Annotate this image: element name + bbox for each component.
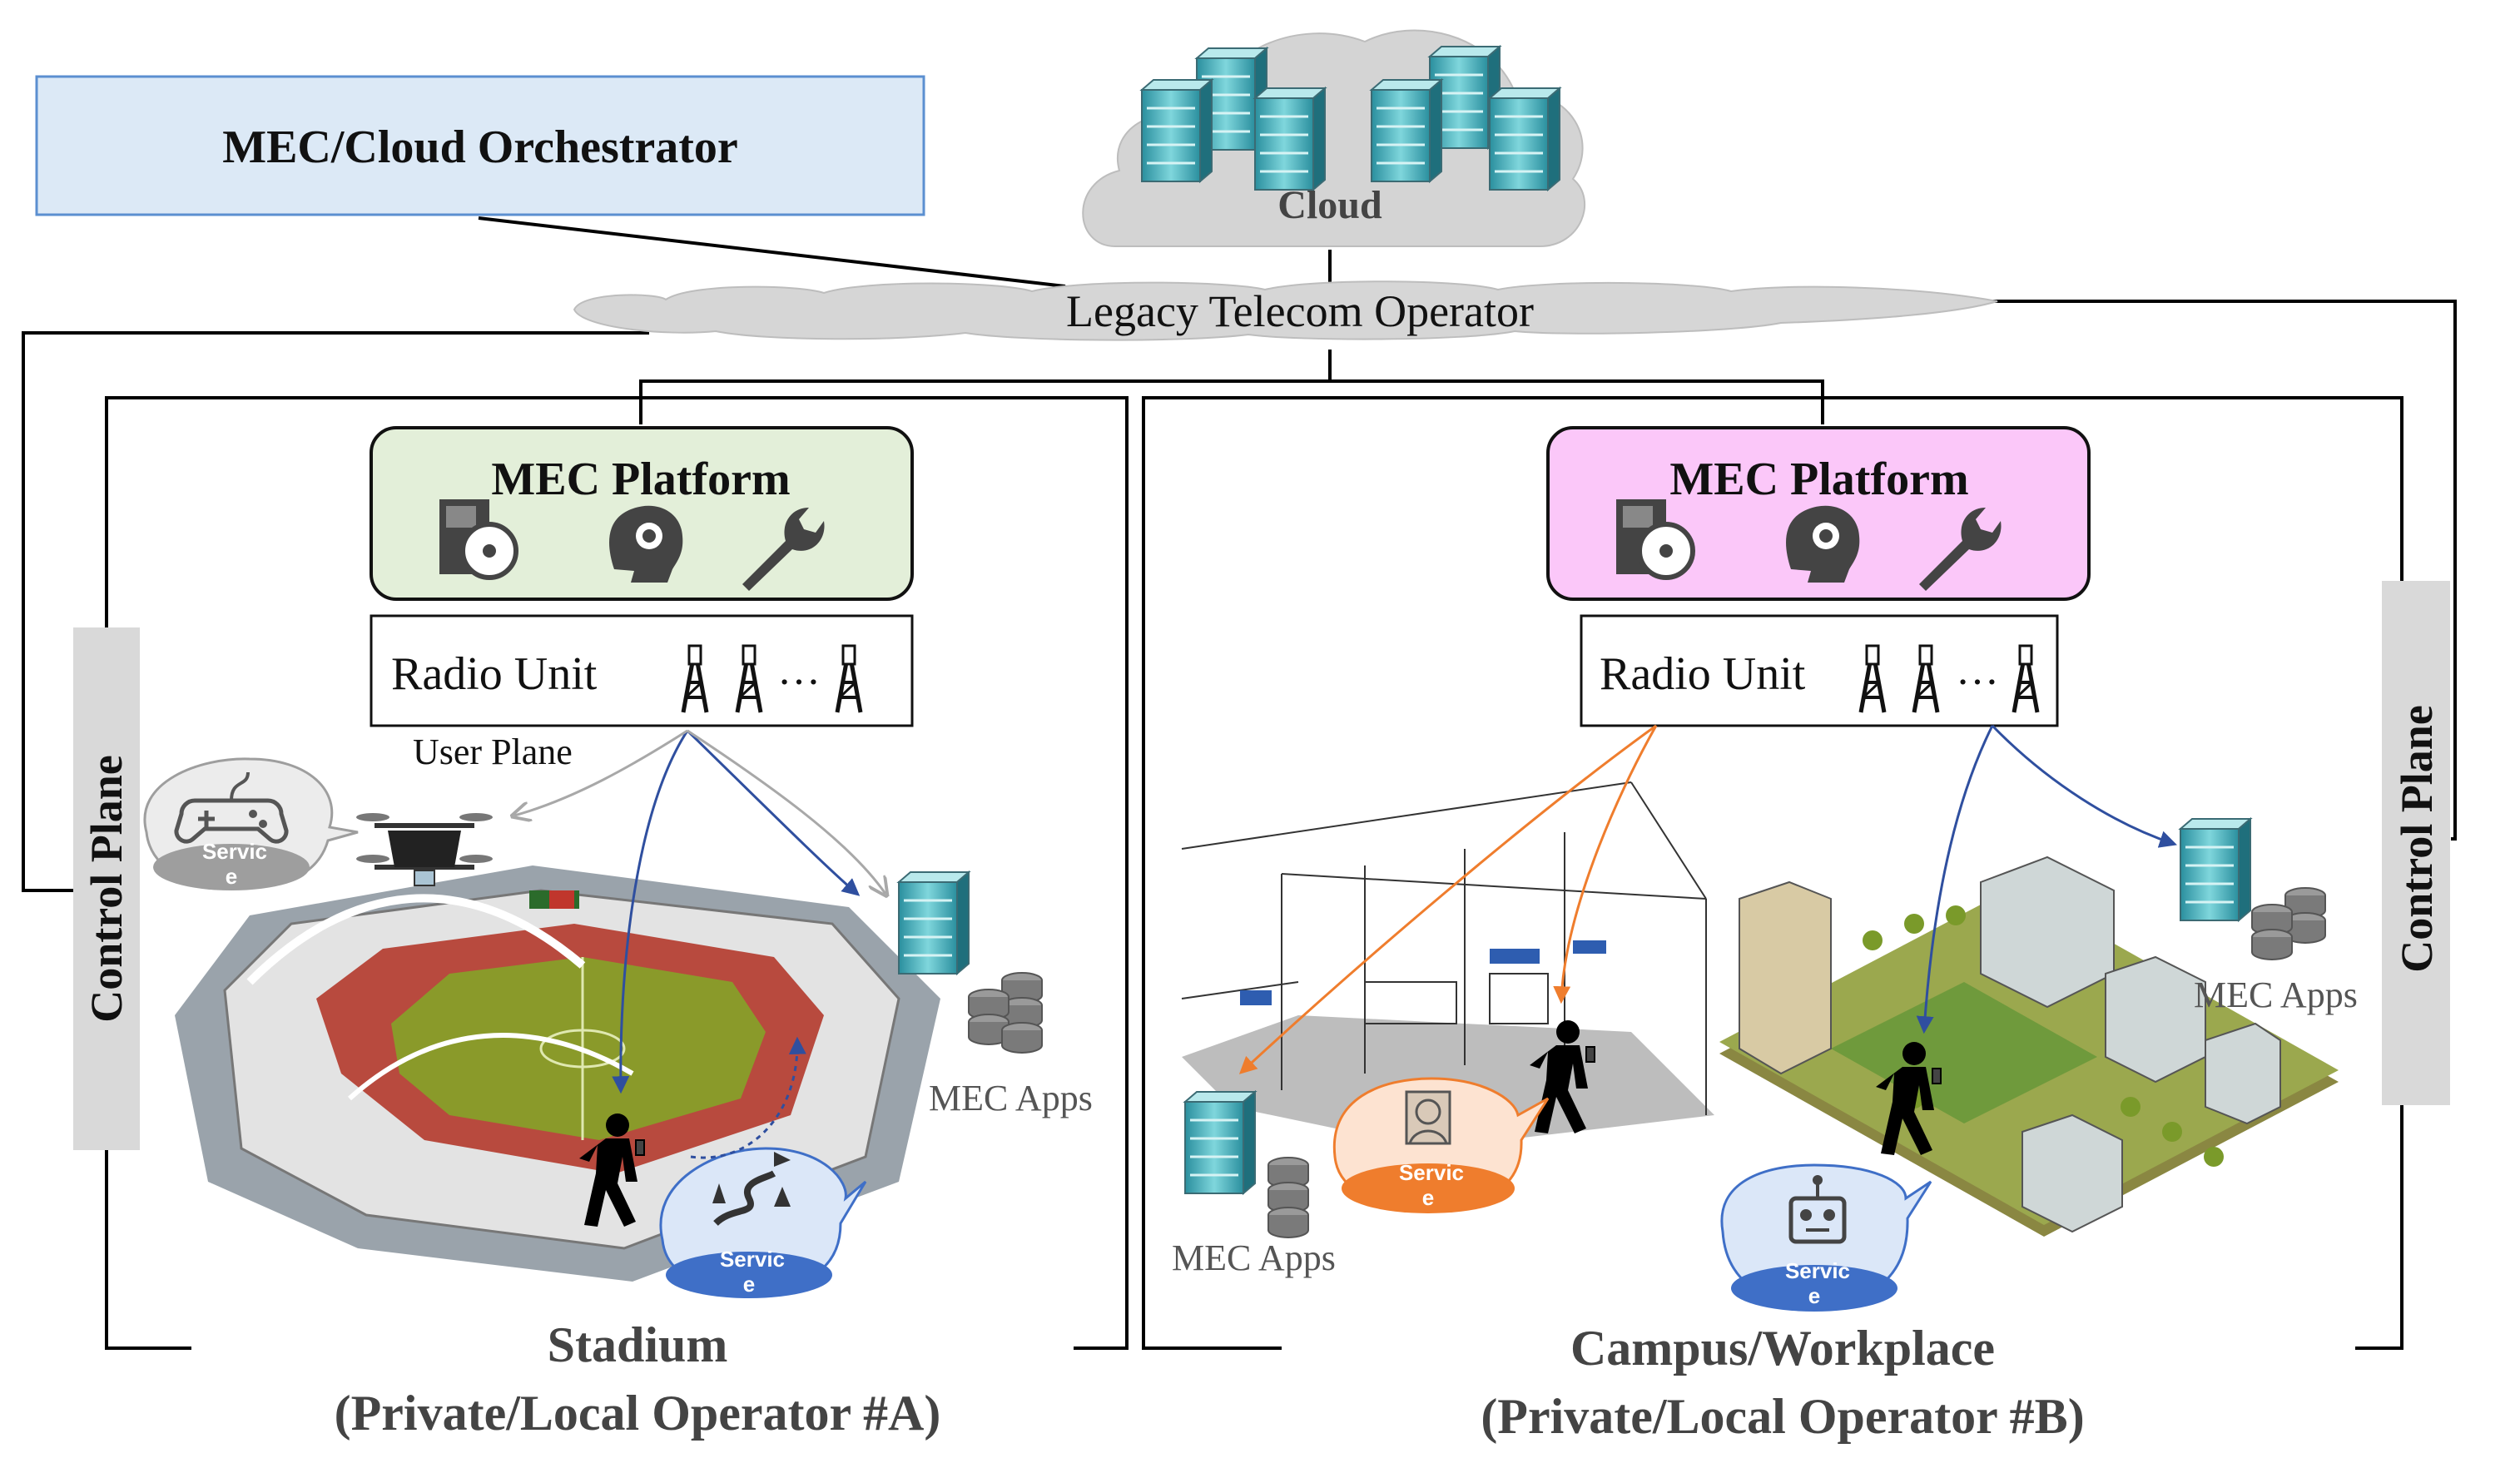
service-bubble-gamepad-line1: Servic [202,839,267,864]
robot-icon [1788,1175,1847,1244]
service-bubble-route-line2: e [743,1272,755,1297]
svg-text:…: … [777,647,821,694]
radio-unit-b: Radio Unit … [1580,614,2059,727]
mec-platform-a: MEC Platform [370,426,914,601]
service-bubble-face-line2: e [1422,1185,1434,1210]
brain-icon [609,505,683,583]
control-plane-left-label: Control Plane [82,755,131,1023]
campus-building [1739,856,2281,1233]
route-map-icon [712,1152,791,1227]
operator-b-operator-name: (Private/Local Operator #B) [1481,1389,2084,1444]
service-bubble-gamepad-line2: e [226,864,237,889]
operator-a-site-name: Stadium [548,1317,728,1372]
indoor-mec-server: MEC Apps [1172,1090,1336,1278]
operator-b-site-name: Campus/Workplace [1570,1321,1995,1376]
media-disc-icon [439,499,518,580]
service-bubble-route: Servic e [659,1147,867,1298]
mec-apps-b-campus-label: MEC Apps [2194,975,2358,1015]
operator-a-caption: Stadium (Private/Local Operator #A) [335,1317,941,1441]
storage-disk-icon [968,972,1043,1054]
cloud-group: Cloud [1082,29,1586,247]
campus-illustration [1719,856,2339,1237]
svg-text:…: … [1956,647,1999,694]
media-disc-icon [1616,499,1695,580]
face-recognition-icon [1405,1090,1451,1145]
service-bubble-gamepad: Servic e [143,757,359,890]
control-plane-right-label: Control Plane [2392,705,2442,973]
service-bubble-face: Servic e [1332,1077,1550,1213]
radio-unit-b-label: Radio Unit [1600,648,1806,700]
storage-disk-icon [1267,1157,1309,1238]
operator-a-frame [105,396,1129,1350]
mec-platform-a-label: MEC Platform [491,454,790,505]
mec-apps-a-label: MEC Apps [929,1078,1093,1118]
backbone-lines [22,216,2457,892]
control-plane-right: Control Plane [2382,581,2450,1105]
service-bubble-face-line1: Servic [1399,1160,1464,1185]
control-plane-left: Control Plane [73,627,140,1150]
mec-apps-b-indoor-label: MEC Apps [1172,1237,1336,1278]
wrench-icon [742,508,825,591]
service-bubble-robot-line2: e [1808,1283,1820,1308]
mec-platform-b: MEC Platform [1546,426,2091,601]
orchestrator-box: MEC/Cloud Orchestrator [35,75,925,216]
orchestrator-label: MEC/Cloud Orchestrator [222,122,738,173]
antenna-tower-icon: … [1861,646,2037,712]
stadium-mec-server: MEC Apps [897,870,1093,1118]
campus-user-plane-arrows [1238,724,2177,1074]
service-bubble-route-line1: Servic [720,1247,785,1272]
antenna-tower-icon: … [683,646,861,712]
cloud-label: Cloud [1277,183,1382,227]
radio-unit-a-label: Radio Unit [391,648,598,700]
gamepad-icon [174,771,289,844]
service-bubble-robot-line1: Servic [1785,1258,1850,1283]
storage-disk-icon [2251,887,2326,960]
drone-icon [356,813,493,886]
campus-mec-server: MEC Apps [2179,817,2358,1015]
legacy-operator: Legacy Telecom Operator [573,280,1998,341]
operator-b-caption: Campus/Workplace (Private/Local Operator… [1481,1321,2084,1444]
wrench-icon [1919,508,2002,591]
service-bubble-robot: Servic e [1720,1163,1932,1312]
radio-unit-a: Radio Unit … [370,614,914,727]
user-plane-label: User Plane [413,732,573,772]
stadium-user-plane-arrows [514,729,885,1159]
legacy-operator-label: Legacy Telecom Operator [1066,286,1534,336]
operator-a-operator-name: (Private/Local Operator #A) [335,1386,941,1441]
operator-b-frame [1142,396,2403,1350]
mec-platform-b-label: MEC Platform [1669,454,1968,505]
brain-icon [1786,505,1860,583]
